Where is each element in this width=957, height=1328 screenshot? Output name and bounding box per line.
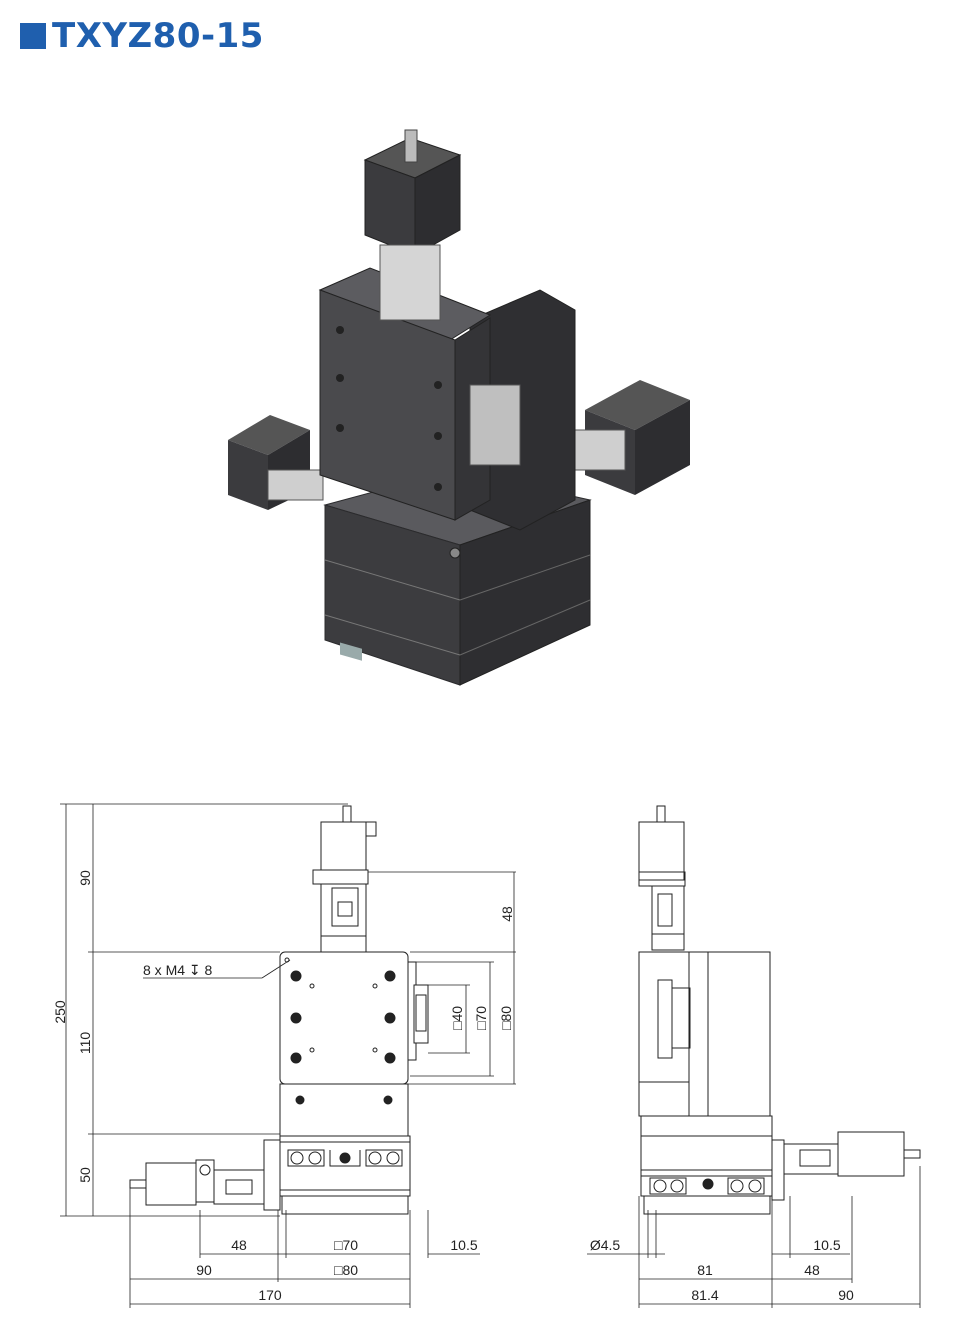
dim-top-motor: 90 [77,870,93,886]
dim-bottom-170: 170 [258,1287,282,1303]
dim-bottom-90: 90 [196,1262,212,1278]
dim-phi: Ø4.5 [590,1237,621,1253]
dim-sq40: □40 [449,1006,465,1030]
side-view-labels: Ø4.5 10.5 81 48 81.4 90 [590,1237,854,1303]
dim-sq80: □80 [498,1006,514,1030]
dim-middle: 110 [77,1032,93,1055]
dim-total-height: 250 [52,1000,68,1024]
dim-side-81-4: 81.4 [691,1287,718,1303]
front-view-labels: 250 90 110 50 48 □40 □70 □80 8 x M4 ↧ 8 … [52,870,515,1303]
side-view-dimension-lines [587,1166,921,1308]
dim-side-10-5: 10.5 [813,1237,840,1253]
front-view-drawing [129,805,429,1215]
dim-right-48: 48 [499,906,515,922]
product-render [228,129,690,686]
dim-bottom-sq80: □80 [334,1262,358,1278]
dim-side-81: 81 [697,1262,713,1278]
front-view-dimension-lines [60,803,516,1308]
page-title: TXYZ80-15 [20,14,264,58]
dim-sq70: □70 [473,1006,489,1030]
dim-bottom-sq70: □70 [334,1237,358,1253]
dim-bottom-48: 48 [231,1237,247,1253]
dim-side-48: 48 [804,1262,820,1278]
dim-side-90: 90 [838,1287,854,1303]
title-marker [20,23,46,49]
dim-bottom: 50 [77,1167,93,1183]
dim-bottom-10-5: 10.5 [450,1237,477,1253]
side-view-drawing [638,805,921,1215]
model-name: TXYZ80-15 [52,16,264,56]
hole-callout: 8 x M4 ↧ 8 [143,962,213,978]
